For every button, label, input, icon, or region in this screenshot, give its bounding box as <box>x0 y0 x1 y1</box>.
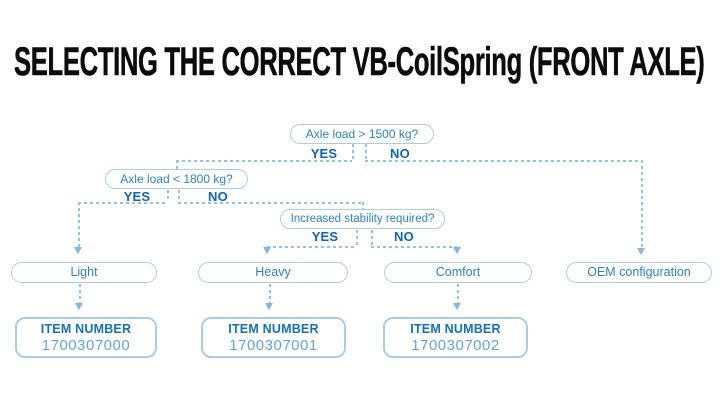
outcome-heavy: Heavy <box>198 262 348 283</box>
item-number-label: ITEM NUMBER <box>40 321 132 336</box>
arrow-down-icon <box>453 303 461 310</box>
arrow-down-icon <box>637 248 645 255</box>
arrow-down-icon <box>75 303 83 310</box>
connector-comfort-to-item <box>457 284 459 303</box>
connector-d3-no-run <box>371 246 457 248</box>
arrow-down-icon <box>263 247 271 254</box>
connector-d2-yes-run <box>78 202 167 204</box>
connector-into-d3 <box>362 202 364 209</box>
connector-d1-yes-stem <box>352 144 354 160</box>
connector-d2-no-run <box>178 202 362 204</box>
decision-1500-no-label: NO <box>390 146 410 161</box>
outcome-comfort: Comfort <box>384 262 532 283</box>
decision-1800-no-label: NO <box>208 189 228 204</box>
item-number-value: 1700307000 <box>41 336 131 354</box>
arrow-down-icon <box>453 247 461 254</box>
connector-d2-yes-stem <box>167 190 169 202</box>
connector-into-d2 <box>176 160 178 169</box>
item-number-label: ITEM NUMBER <box>410 321 501 336</box>
decision-1800-yes-label: YES <box>123 189 151 204</box>
outcome-light: Light <box>11 262 157 283</box>
item-number-value: 1700307002 <box>411 336 500 354</box>
decision-axle-load-1500: Axle load > 1500 kg? <box>290 124 434 144</box>
outcome-oem-configuration: OEM configuration <box>566 262 712 283</box>
connector-d3-no-stem <box>371 230 373 246</box>
connector-d1-yes-run <box>176 160 352 162</box>
connector-to-light <box>78 202 80 247</box>
connector-to-oem <box>641 160 643 248</box>
item-number-card-comfort: ITEM NUMBER 1700307002 <box>383 317 528 358</box>
connector-d1-no-run <box>365 160 641 162</box>
item-number-label: ITEM NUMBER <box>228 321 319 336</box>
arrow-down-icon <box>74 247 82 254</box>
item-number-card-light: ITEM NUMBER 1700307000 <box>15 317 157 358</box>
item-number-value: 1700307001 <box>229 336 318 354</box>
item-number-card-heavy: ITEM NUMBER 1700307001 <box>201 317 346 358</box>
page-title: SELECTING THE CORRECT VB-CoilSpring (FRO… <box>14 40 705 84</box>
connector-d2-no-stem <box>178 190 180 202</box>
decision-1500-yes-label: YES <box>310 146 338 161</box>
connector-light-to-item <box>79 284 81 303</box>
connector-d1-no-stem <box>365 144 367 160</box>
decision-stability-yes-label: YES <box>311 229 339 244</box>
connector-heavy-to-item <box>269 284 271 303</box>
connector-d3-yes-stem <box>356 230 358 246</box>
decision-stability-no-label: NO <box>394 229 414 244</box>
decision-axle-load-1800: Axle load < 1800 kg? <box>105 169 248 189</box>
decision-increased-stability: Increased stability required? <box>280 209 445 229</box>
connector-d3-yes-run <box>267 246 356 248</box>
arrow-down-icon <box>265 303 273 310</box>
